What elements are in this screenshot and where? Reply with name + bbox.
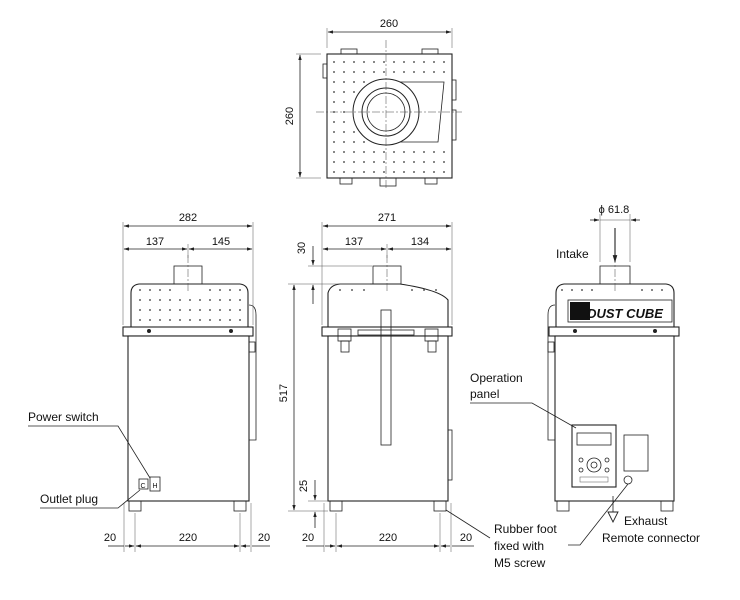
label-rubber-foot-2: fixed with [494,539,544,553]
side-view-dimensions: 271 137 134 30 517 25 20 220 20 [278,212,474,552]
top-view-dimensions: 260 260 [284,18,453,179]
front-labels: Power switch Outlet plug [28,410,151,509]
brand-label: DUST CUBE [587,306,663,321]
dim-top-offset: 30 [296,242,308,254]
svg-text:H: H [152,483,157,490]
dim-intake-diameter: ϕ 61.8 [599,204,630,216]
dim-side-width: 271 [378,212,396,224]
front-view: C H [122,255,257,512]
panel-view: DUST CUBE [547,255,680,512]
dim-front-left: 137 [146,236,164,248]
label-exhaust: Exhaust [624,514,668,528]
dim-side-left: 137 [345,236,363,248]
label-operation-panel-2: panel [470,387,499,401]
dim-side-foot-left: 20 [302,532,314,544]
dim-top-width: 260 [380,18,398,30]
vent-dots [339,289,437,291]
side-view [321,255,453,512]
dim-side-foot-span: 220 [379,532,397,544]
front-view-dimensions: 282 137 145 20 220 20 [104,212,270,552]
label-operation-panel-1: Operation [470,371,523,385]
dim-front-foot-span: 220 [179,532,197,544]
rubber-foot-callout: Rubber foot fixed with M5 screw [445,509,557,570]
dim-front-foot-left: 20 [104,532,116,544]
dim-side-right: 134 [411,236,429,248]
vent-dots [139,289,241,321]
vent-dots [333,61,445,173]
panel-view-annotations: ϕ 61.8 Intake Operation panel Exhaust Re… [470,204,700,546]
vent-dots [561,289,663,291]
top-view [316,40,462,188]
dim-front-right: 145 [212,236,230,248]
label-outlet-plug: Outlet plug [40,492,98,506]
label-rubber-foot-1: Rubber foot [494,522,557,536]
label-remote-connector: Remote connector [602,531,700,545]
label-intake: Intake [556,247,589,261]
dim-front-foot-right: 20 [258,532,270,544]
dim-height: 517 [278,384,290,402]
dim-top-depth: 260 [284,107,296,125]
dim-front-width: 282 [179,212,197,224]
dim-side-foot-right: 20 [460,532,472,544]
label-rubber-foot-3: M5 screw [494,556,546,570]
dim-foot-height: 25 [298,480,310,492]
svg-text:C: C [140,483,145,490]
label-power-switch: Power switch [28,410,99,424]
